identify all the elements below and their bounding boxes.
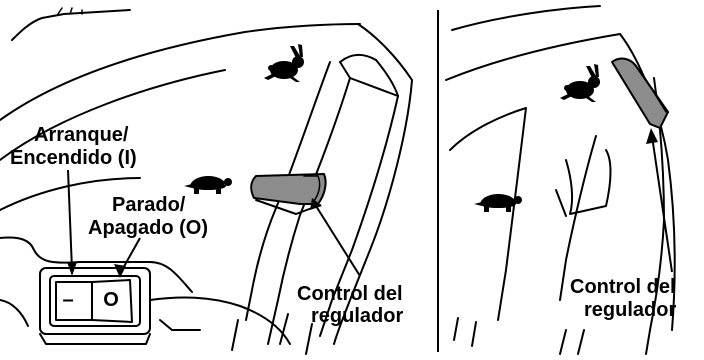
switch-rocker-raised[interactable] — [91, 279, 133, 323]
right-panel — [445, 5, 676, 355]
right-slot-lower-guide — [565, 149, 612, 215]
throttle-label-left-line2: regulador — [311, 305, 403, 327]
grip-line-2 — [305, 323, 313, 355]
arrow-stop — [121, 237, 141, 271]
grip-line-3 — [231, 319, 239, 351]
body-curve-lower — [0, 177, 141, 211]
switch-on-symbol: – — [62, 289, 73, 311]
label-start-line1: Arranque/ — [34, 124, 129, 146]
left-arrows — [67, 169, 361, 278]
body-curve-outer — [0, 23, 361, 121]
right-slot-outer — [619, 33, 676, 331]
switch-bezel-bottom — [39, 333, 151, 345]
throttle-label-right-line2: regulador — [584, 299, 676, 321]
rabbit-icon — [560, 64, 600, 102]
label-stop-line1: Parado/ — [112, 194, 186, 216]
lower-body-outline — [0, 236, 193, 293]
throttle-label-left-line1: Control del — [297, 283, 403, 305]
arrow-throttle-right — [651, 135, 673, 273]
right-body-curve-2 — [445, 33, 621, 81]
grip-line-1 — [279, 313, 289, 345]
throttle-lever-right-edge — [639, 69, 667, 113]
throttle-label-right-line1: Control del — [570, 276, 676, 298]
switch-housing — [39, 267, 151, 335]
switch-rocker[interactable] — [55, 281, 93, 321]
throttle-slot-inner-left — [267, 77, 351, 345]
body-curve-inner — [0, 69, 226, 161]
label-stop-line2: Apagado (O) — [88, 217, 208, 239]
throttle-slot-top-cap — [339, 54, 399, 97]
right-grip-3 — [645, 329, 651, 355]
arrow-start — [67, 169, 73, 271]
right-grip-2 — [577, 329, 585, 355]
right-body-curve-top — [451, 5, 601, 31]
housing-fragment — [57, 7, 83, 15]
throttle-lever-right — [611, 57, 669, 129]
rabbit-icon — [264, 44, 304, 82]
throttle-slot-outer — [333, 23, 413, 345]
throttle-slot-inner-right — [319, 59, 399, 337]
right-arrows — [646, 128, 673, 273]
switch-off-symbol: O — [103, 289, 119, 311]
switch-bezel — [49, 275, 141, 327]
housing-top-outline — [11, 9, 131, 41]
right-slot-left — [555, 135, 597, 301]
label-start-line2: Encendido (I) — [10, 147, 137, 169]
right-grip-4 — [453, 317, 459, 341]
turtle-icon — [474, 193, 522, 212]
turtle-icon — [184, 175, 232, 194]
right-body-curve-3 — [449, 107, 527, 321]
body-bottom-line — [149, 296, 291, 345]
arrow-throttle — [315, 205, 361, 277]
throttle-lever — [250, 173, 327, 205]
right-grip-1 — [559, 329, 567, 355]
handle-lower — [0, 299, 201, 331]
right-grip-5 — [471, 321, 477, 347]
